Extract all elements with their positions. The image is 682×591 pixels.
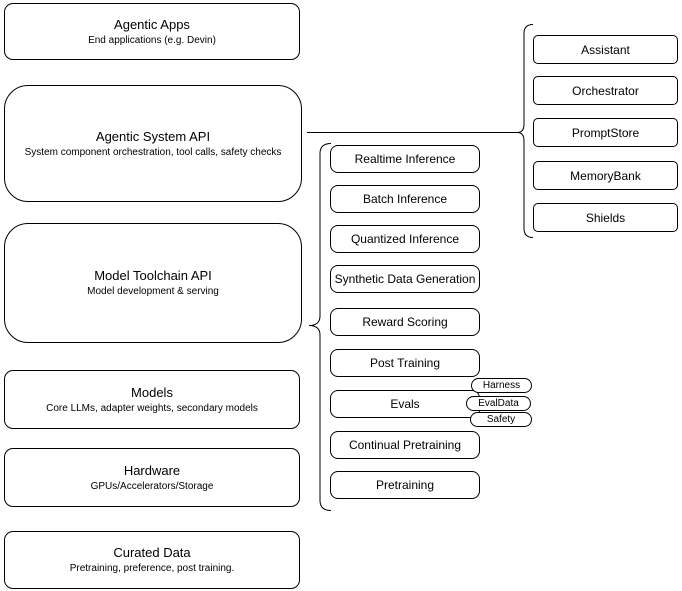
toolchain-box-pretraining: Pretraining (330, 471, 480, 499)
toolchain-label: Realtime Inference (354, 152, 456, 166)
system-label: Orchestrator (572, 83, 639, 98)
evals-tag-harness: Harness (471, 378, 532, 393)
toolchain-label: Batch Inference (362, 192, 448, 206)
box-subtitle: GPUs/Accelerators/Storage (90, 480, 214, 492)
box-curated-data: Curated Data Pretraining, preference, po… (4, 531, 300, 589)
box-title: Curated Data (113, 545, 191, 560)
box-title: Hardware (123, 462, 181, 478)
toolchain-box-continual-pretraining: Continual Pretraining (330, 431, 480, 459)
toolchain-brace (308, 143, 332, 511)
toolchain-label: Continual Pretraining (348, 438, 462, 452)
toolchain-label: Quantized Inference (350, 232, 460, 246)
toolchain-box-synthetic-data-generation: Synthetic Data Generation (330, 265, 480, 293)
evals-tag-evaldata: EvalData (466, 396, 531, 411)
system-label: MemoryBank (570, 168, 641, 183)
evals-tag-label: EvalData (478, 398, 519, 409)
toolchain-box-reward-scoring: Reward Scoring (330, 308, 480, 336)
box-subtitle: End applications (e.g. Devin) (88, 34, 216, 46)
box-hardware: Hardware GPUs/Accelerators/Storage (4, 448, 300, 507)
toolchain-label: Pretraining (375, 478, 435, 492)
evals-tag-safety: Safety (470, 412, 532, 427)
box-title: Agentic Apps (114, 16, 190, 32)
toolchain-box-realtime-inference: Realtime Inference (330, 145, 480, 173)
system-brace (517, 24, 534, 238)
box-subtitle: System component orchestration, tool cal… (24, 146, 282, 158)
box-subtitle: Core LLMs, adapter weights, secondary mo… (46, 402, 258, 414)
toolchain-box-quantized-inference: Quantized Inference (330, 225, 480, 253)
system-box-assistant: Assistant (533, 35, 678, 64)
system-label: Assistant (581, 42, 630, 57)
box-title: Models (131, 384, 173, 400)
toolchain-label: Synthetic Data Generation (334, 272, 476, 286)
box-subtitle: Pretraining, preference, post training. (69, 563, 235, 574)
box-agentic-system-api: Agentic System API System component orch… (4, 85, 302, 202)
evals-tag-label: Harness (482, 380, 521, 391)
system-box-memorybank: MemoryBank (533, 161, 678, 190)
toolchain-label: Evals (390, 397, 420, 411)
box-subtitle: Model development & serving (87, 286, 219, 297)
box-agentic-apps: Agentic Apps End applications (e.g. Devi… (4, 3, 300, 60)
box-title: Agentic System API (95, 128, 211, 144)
evals-tag-label: Safety (486, 414, 516, 425)
box-model-toolchain-api: Model Toolchain API Model development & … (4, 223, 302, 343)
system-label: PromptStore (571, 125, 640, 140)
system-label: Shields (585, 210, 626, 225)
toolchain-box-batch-inference: Batch Inference (330, 185, 480, 213)
toolchain-box-evals: Evals (330, 390, 480, 418)
system-box-shields: Shields (533, 203, 678, 232)
toolchain-label: Reward Scoring (362, 315, 448, 329)
box-models: Models Core LLMs, adapter weights, secon… (4, 370, 300, 429)
toolchain-box-post-training: Post Training (330, 349, 480, 377)
system-box-promptstore: PromptStore (533, 118, 678, 147)
system-box-orchestrator: Orchestrator (533, 76, 678, 105)
box-title: Model Toolchain API (94, 268, 212, 283)
toolchain-label: Post Training (369, 356, 441, 370)
